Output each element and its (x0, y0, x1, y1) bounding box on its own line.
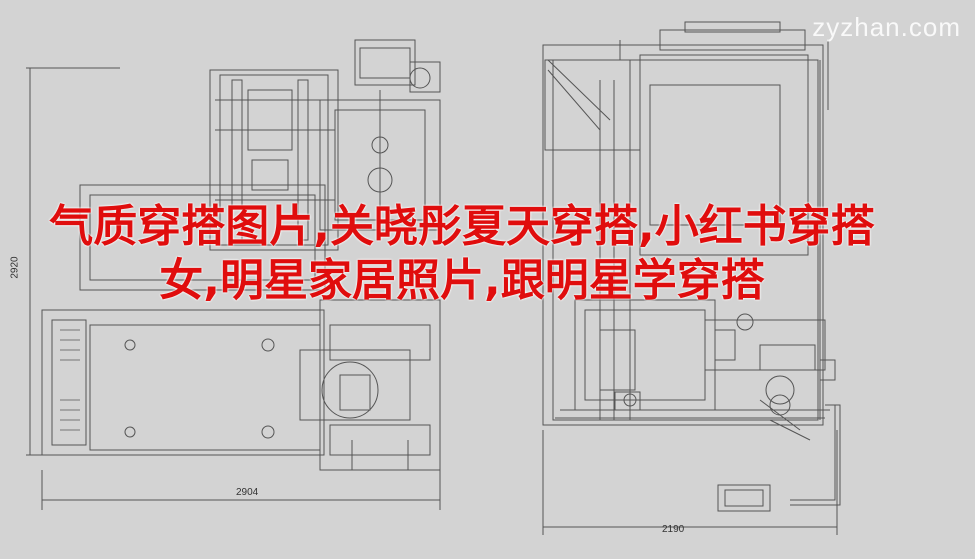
headline-overlay: 气质穿搭图片,关晓彤夏天穿搭,小红书穿搭女,明星家居照片,跟明星学穿搭 (49, 201, 875, 306)
site-watermark: zyzhan.com (812, 12, 961, 42)
dimension-label-left-height: 2920 (9, 256, 21, 279)
right-machine-view (542, 21, 841, 535)
dimension-label-right-width: 2190 (662, 524, 685, 535)
left-machine-view (26, 39, 441, 510)
dimension-label-left-width: 2904 (236, 487, 259, 498)
